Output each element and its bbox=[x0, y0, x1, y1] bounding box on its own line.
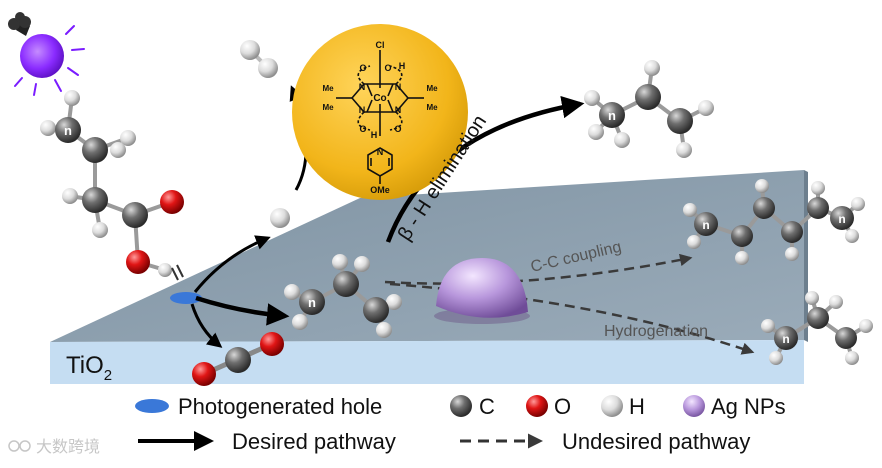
ag-nanoparticle bbox=[434, 258, 530, 324]
o-br-label: O bbox=[394, 124, 401, 134]
slab-top-face bbox=[50, 170, 804, 342]
molecule-n-label: n bbox=[838, 212, 845, 226]
molecule-n-label: n bbox=[782, 332, 789, 346]
legend-c-label: C bbox=[479, 394, 495, 419]
pyridine-n-label: N bbox=[377, 147, 384, 157]
legend-desired-label: Desired pathway bbox=[232, 429, 396, 454]
me-bl-label: Me bbox=[322, 103, 334, 112]
molecule-n-label: n bbox=[608, 108, 616, 123]
legend-c-swatch bbox=[450, 395, 472, 417]
watermark-text: 大数跨境 bbox=[36, 437, 100, 456]
co-label: Co bbox=[373, 93, 386, 104]
hydrogen-atom bbox=[270, 208, 290, 228]
o-tl-label: O bbox=[359, 63, 366, 73]
alkyl-radical-molecule: n bbox=[284, 254, 402, 338]
legend-o-label: O bbox=[554, 394, 571, 419]
molecule-n-label: n bbox=[64, 123, 72, 138]
legend-ag-label: Ag NPs bbox=[711, 394, 786, 419]
alkene-product-molecule: n bbox=[584, 60, 714, 158]
legend-o-swatch bbox=[526, 395, 548, 417]
me-tl-label: Me bbox=[322, 84, 334, 93]
cl-label: Cl bbox=[376, 40, 385, 50]
molecule-n-label: n bbox=[702, 218, 709, 232]
n-br-label: N bbox=[395, 105, 402, 115]
o-tr-label: O bbox=[384, 63, 391, 73]
h-top-label: H bbox=[399, 61, 406, 71]
hydrogenation-label: Hydrogenation bbox=[604, 323, 708, 340]
tio2-label: TiO2 bbox=[66, 352, 112, 384]
legend: Photogenerated hole C O H Ag NPs Desired… bbox=[135, 394, 786, 454]
legend-h-label: H bbox=[629, 394, 645, 419]
n-bl-label: N bbox=[359, 105, 366, 115]
cobaloxime-catalyst: Cl H Co N N N N O O O O H Me Me Me Me N … bbox=[292, 24, 468, 200]
light-bulb-icon bbox=[8, 12, 85, 96]
legend-hole-swatch bbox=[135, 399, 169, 413]
n-tr-label: N bbox=[395, 82, 402, 92]
legend-h-swatch bbox=[601, 395, 623, 417]
co2-molecule bbox=[192, 332, 284, 386]
desired-arrows bbox=[190, 85, 585, 348]
molecule-n-label: n bbox=[308, 295, 316, 310]
alkane-product-molecule: n bbox=[761, 291, 873, 365]
photogenerated-hole bbox=[170, 292, 202, 304]
coupling-product-molecule: n n bbox=[683, 179, 865, 265]
ome-label: OMe bbox=[370, 185, 390, 195]
me-tr-label: Me bbox=[426, 84, 438, 93]
h-bottom-label: H bbox=[371, 130, 378, 140]
me-br-label: Me bbox=[426, 103, 438, 112]
watermark: 大数跨境 bbox=[8, 437, 100, 456]
legend-hole-label: Photogenerated hole bbox=[178, 394, 382, 419]
legend-undesired-label: Undesired pathway bbox=[562, 429, 750, 454]
slab-front-face bbox=[50, 340, 804, 384]
o-bl-label: O bbox=[359, 124, 366, 134]
carboxylic-acid-molecule: n bbox=[40, 90, 184, 281]
n-tl-label: N bbox=[359, 82, 366, 92]
legend-ag-swatch bbox=[683, 395, 705, 417]
h2-molecule bbox=[240, 40, 278, 78]
